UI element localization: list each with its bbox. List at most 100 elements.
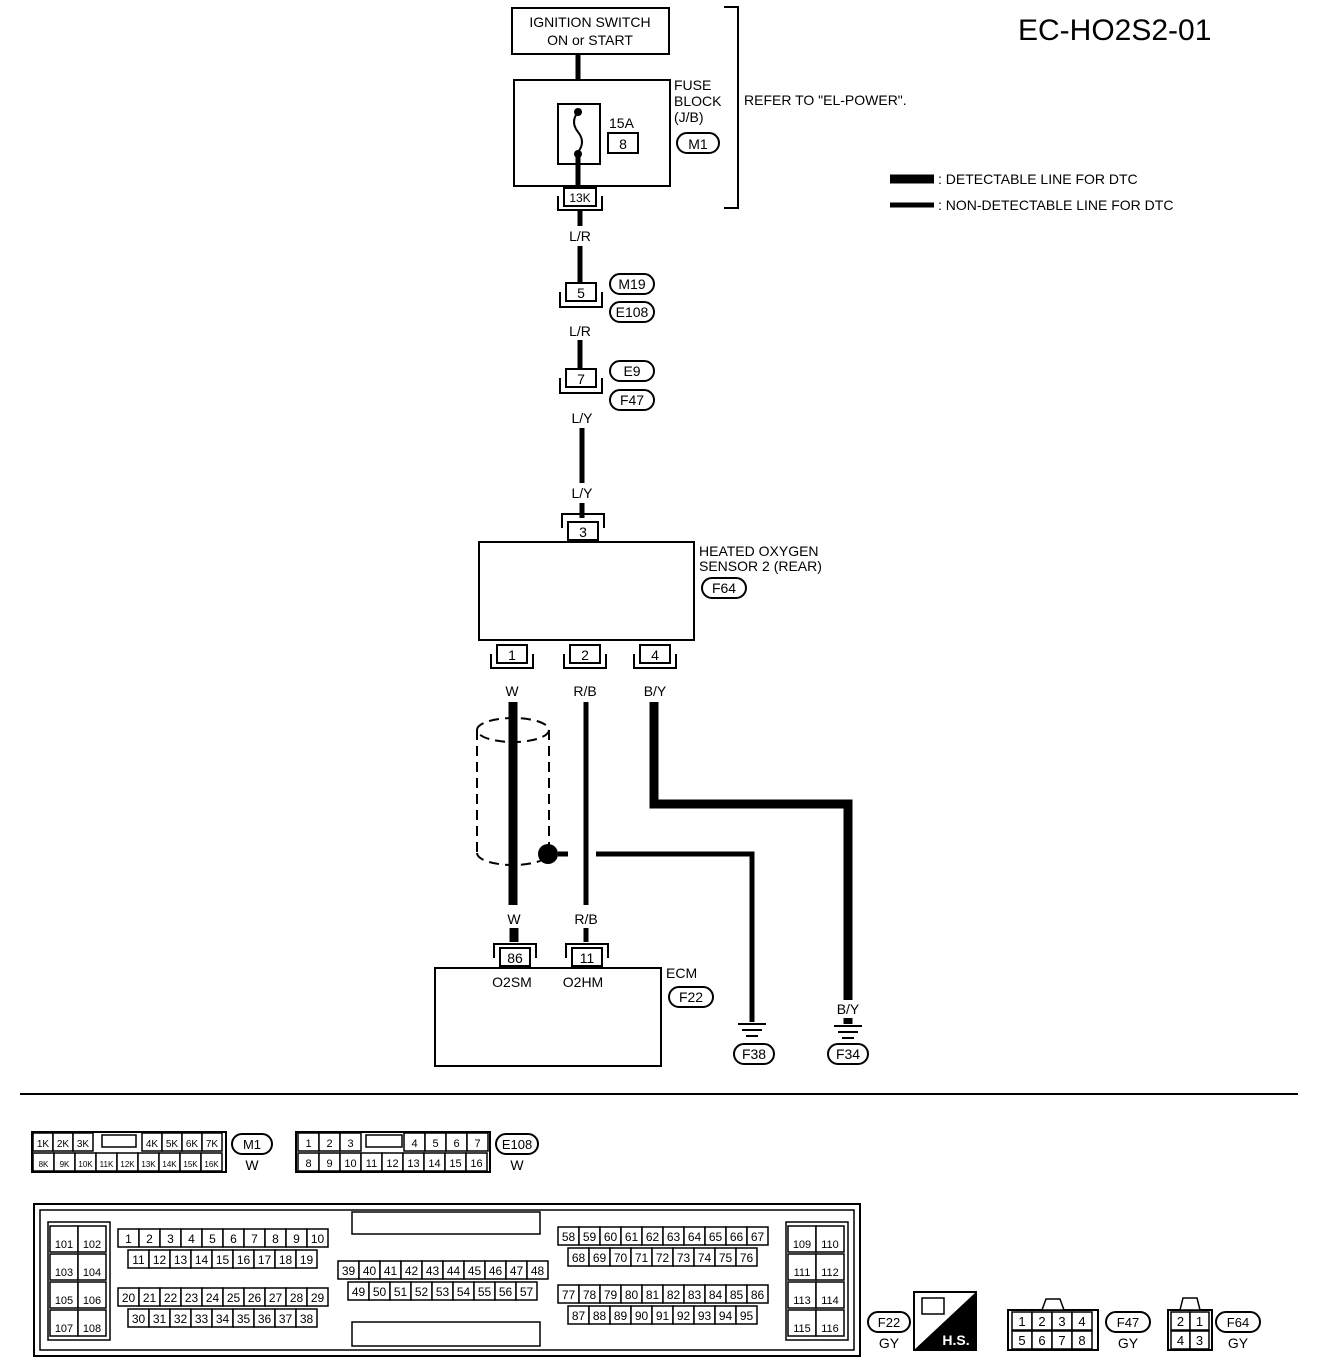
- pin-label: 3: [1058, 1314, 1065, 1329]
- pin-label: 5: [432, 1138, 438, 1150]
- connector-pin: [339, 1132, 362, 1152]
- pin-label: 51: [394, 1285, 408, 1299]
- pin-label: 8K: [39, 1160, 49, 1169]
- pin-label: 12K: [120, 1160, 135, 1169]
- pin-label: 114: [821, 1295, 839, 1307]
- pin-label: 72: [656, 1251, 670, 1265]
- pin-label: 17: [258, 1253, 272, 1267]
- connector-id: E108: [502, 1137, 532, 1152]
- pin-label: 62: [646, 1230, 660, 1244]
- connector-pin: [49, 1309, 79, 1337]
- pin-label: 86: [751, 1288, 765, 1302]
- pin-label: 13: [407, 1158, 419, 1170]
- pin-label: 1K: [37, 1139, 50, 1150]
- pin-label: 3: [347, 1138, 353, 1150]
- pin-label: 112: [821, 1267, 839, 1279]
- connector-color: GY: [1228, 1335, 1249, 1351]
- connector-pin: [306, 1287, 329, 1307]
- pin-label: 4: [1078, 1314, 1085, 1329]
- connector-id-tag: [231, 1133, 273, 1155]
- wire-ly-1: L/Y: [571, 410, 593, 426]
- pin-label: 40: [363, 1264, 377, 1278]
- pin-label: 37: [279, 1312, 293, 1326]
- joint1-conn-a: M19: [618, 276, 645, 292]
- pin-label: 107: [55, 1323, 73, 1335]
- pin-label: 3: [167, 1232, 174, 1246]
- pin-label: 2: [1038, 1314, 1045, 1329]
- pin-label: 76: [740, 1251, 754, 1265]
- ignition-switch-box: [511, 7, 670, 55]
- pin-label: 42: [405, 1264, 419, 1278]
- connector-pin: [735, 1305, 758, 1325]
- pin-label: 13: [174, 1253, 188, 1267]
- connector-pin: [72, 1132, 94, 1152]
- wire-by-top: B/Y: [644, 683, 667, 699]
- harness-side-emblem: H.S.: [913, 1291, 977, 1351]
- pin-label: 91: [656, 1309, 670, 1323]
- pin-label: 66: [730, 1230, 744, 1244]
- pin-label: 6: [453, 1138, 459, 1150]
- pin-label: 5: [1018, 1333, 1025, 1348]
- sensor-terminal-4: 4: [651, 647, 659, 663]
- connector-pin: [1071, 1330, 1093, 1350]
- connector-e108-latch: [365, 1134, 403, 1148]
- connector-id: M1: [243, 1137, 261, 1152]
- connector-pin: [77, 1253, 107, 1281]
- pin-label: 89: [614, 1309, 628, 1323]
- connector-id-tag: [867, 1311, 911, 1333]
- pin-label: 4: [188, 1232, 195, 1246]
- pin-label: 93: [698, 1309, 712, 1323]
- wire-lr-2: L/R: [569, 323, 591, 339]
- pin-label: 1: [125, 1232, 132, 1246]
- pin-label: 16K: [204, 1160, 219, 1169]
- pin-label: 69: [593, 1251, 607, 1265]
- pin-label: 109: [793, 1239, 811, 1251]
- pin-label: 50: [373, 1285, 387, 1299]
- pin-label: 7K: [206, 1139, 219, 1150]
- pin-label: 57: [520, 1285, 534, 1299]
- pin-label: 2: [1177, 1314, 1184, 1329]
- legend-non-detectable: : NON-DETECTABLE LINE FOR DTC: [938, 197, 1173, 213]
- joint1-terminal: 5: [577, 285, 585, 301]
- fuse-rating: 15A: [609, 115, 635, 131]
- pin-label: 25: [227, 1291, 241, 1305]
- pin-label: 9: [326, 1158, 332, 1170]
- fuse-block-label-1: FUSE: [674, 77, 711, 93]
- pin-label: 83: [688, 1288, 702, 1302]
- pin-label: 15K: [183, 1160, 198, 1169]
- shield-drain-dot: [538, 844, 558, 864]
- fuse-symbol: [573, 111, 583, 153]
- pin-label: 43: [426, 1264, 440, 1278]
- ignition-switch-label-1: IGNITION SWITCH: [529, 14, 650, 30]
- connector-pin: [815, 1225, 845, 1253]
- connector-pin: [49, 1225, 79, 1253]
- connector-pin: [735, 1247, 758, 1267]
- pin-label: 64: [688, 1230, 702, 1244]
- hs-label: H.S.: [942, 1332, 969, 1348]
- pin-label: 54: [457, 1285, 471, 1299]
- pin-label: 48: [531, 1264, 545, 1278]
- pin-label: 23: [185, 1291, 199, 1305]
- legend-detectable: : DETECTABLE LINE FOR DTC: [938, 171, 1138, 187]
- connector-ecm-key-bottom: [351, 1321, 541, 1347]
- sensor-terminal-1: 1: [508, 647, 516, 663]
- pin-label: 10: [344, 1158, 356, 1170]
- connector-color: GY: [879, 1335, 900, 1351]
- pin-label: 46: [489, 1264, 503, 1278]
- pin-label: 67: [751, 1230, 765, 1244]
- pin-label: 73: [677, 1251, 691, 1265]
- connector-pin: [746, 1226, 769, 1246]
- terminal-13k: 13K: [569, 191, 590, 205]
- pin-label: 65: [709, 1230, 723, 1244]
- pin-label: 8: [272, 1232, 279, 1246]
- pin-label: 21: [143, 1291, 157, 1305]
- pin-label: 94: [719, 1309, 733, 1323]
- pin-label: 56: [499, 1285, 513, 1299]
- connector-pin: [77, 1281, 107, 1309]
- pin-label: 68: [572, 1251, 586, 1265]
- pin-label: 7: [251, 1232, 258, 1246]
- sensor-connector: F64: [712, 580, 736, 596]
- wire-rb-bottom: R/B: [574, 911, 597, 927]
- pin-label: 63: [667, 1230, 681, 1244]
